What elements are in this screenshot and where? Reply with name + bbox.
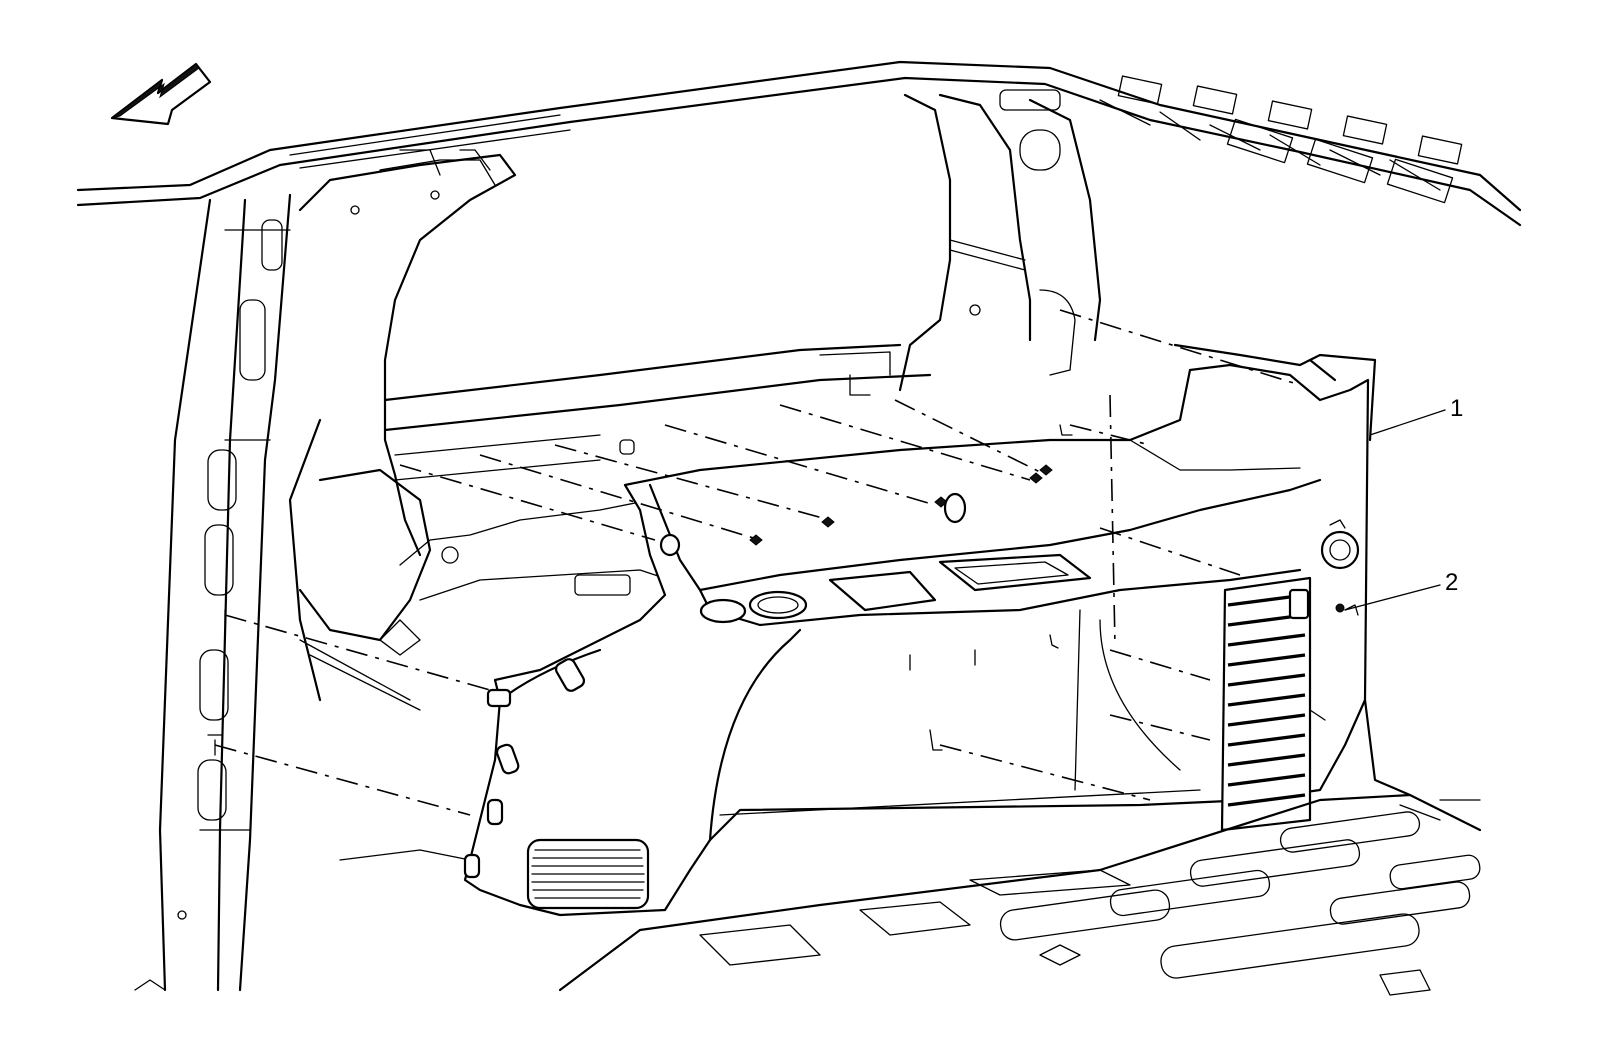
fastener-exploded-lines [207, 309, 1301, 816]
callout-1-label: 1 [1450, 395, 1463, 422]
cargo-floor [558, 793, 1482, 996]
rear-pillar [898, 89, 1102, 392]
left-pillar [134, 193, 292, 992]
front-direction-arrow-icon [110, 62, 212, 126]
front-vent-slats [531, 849, 645, 899]
window-opening-frame [288, 149, 517, 702]
rear-cargo-wall [383, 343, 932, 481]
retainer-clips [659, 464, 1345, 613]
callout-2-label: 2 [1445, 569, 1458, 596]
quarter-trim-panel [463, 363, 1370, 917]
callout-leaders [1344, 409, 1446, 611]
left-wheel-housing-structure [298, 468, 671, 861]
roof-rail [76, 60, 1522, 227]
right-quarter-wall [1173, 343, 1412, 797]
rear-speaker-grille-slats [1227, 593, 1306, 807]
